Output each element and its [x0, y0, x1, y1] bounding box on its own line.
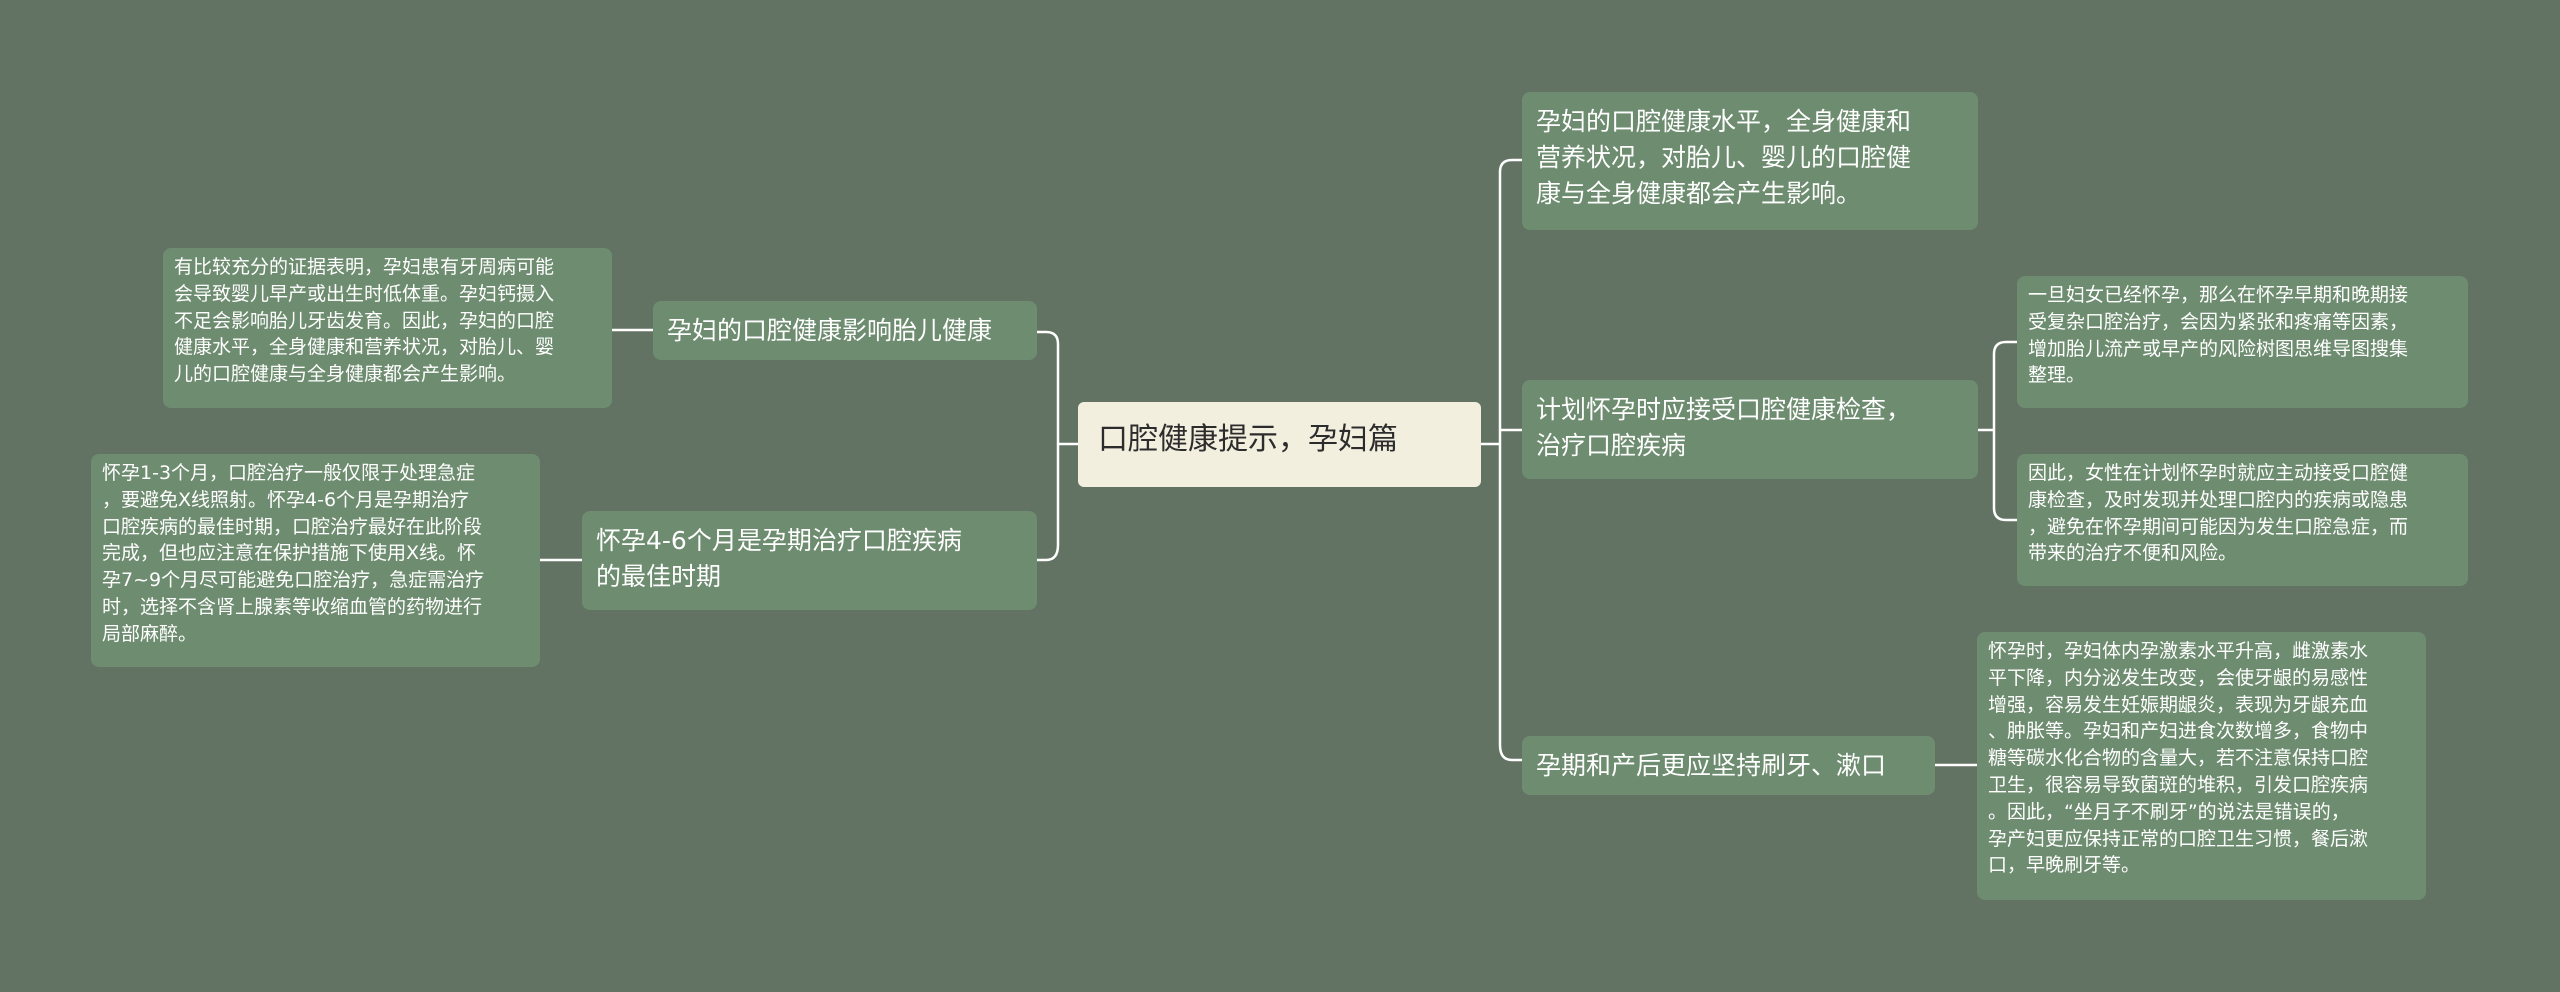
- detail-brushing-rinsing[interactable]: 怀孕时，孕妇体内孕激素水平升高，雌激素水 平下降，内分泌发生改变，会使牙龈的易感…: [1977, 632, 2426, 900]
- connector-root-right: [1480, 158, 1522, 762]
- branch-overall-health[interactable]: 孕妇的口腔健康水平，全身健康和 营养状况，对胎儿、婴儿的口腔健 康与全身健康都会…: [1522, 92, 1978, 230]
- connector-root-left: [1035, 330, 1078, 562]
- detail-fetal-health[interactable]: 有比较充分的证据表明，孕妇患有牙周病可能 会导致婴儿早产或出生时低体重。孕妇钙摄…: [163, 248, 612, 408]
- branch-prepregnancy-checkup[interactable]: 计划怀孕时应接受口腔健康检查， 治疗口腔疾病: [1522, 380, 1978, 479]
- branch-best-treatment-period[interactable]: 怀孕4-6个月是孕期治疗口腔疾病 的最佳时期: [582, 511, 1037, 610]
- connector-right2-details: [1978, 340, 2017, 522]
- branch-fetal-health[interactable]: 孕妇的口腔健康影响胎儿健康: [653, 301, 1037, 360]
- detail-pregnancy-risk[interactable]: 一旦妇女已经怀孕，那么在怀孕早期和晚期接 受复杂口腔治疗，会因为紧张和疼痛等因素…: [2017, 276, 2468, 408]
- root-topic[interactable]: 口腔健康提示，孕妇篇: [1078, 402, 1481, 487]
- detail-best-treatment-period[interactable]: 怀孕1-3个月，口腔治疗一般仅限于处理急症 ，要避免X线照射。怀孕4-6个月是孕…: [91, 454, 540, 667]
- branch-brushing-rinsing[interactable]: 孕期和产后更应坚持刷牙、漱口: [1522, 736, 1935, 795]
- detail-prepregnancy-checkup[interactable]: 因此，女性在计划怀孕时就应主动接受口腔健 康检查，及时发现并处理口腔内的疾病或隐…: [2017, 454, 2468, 586]
